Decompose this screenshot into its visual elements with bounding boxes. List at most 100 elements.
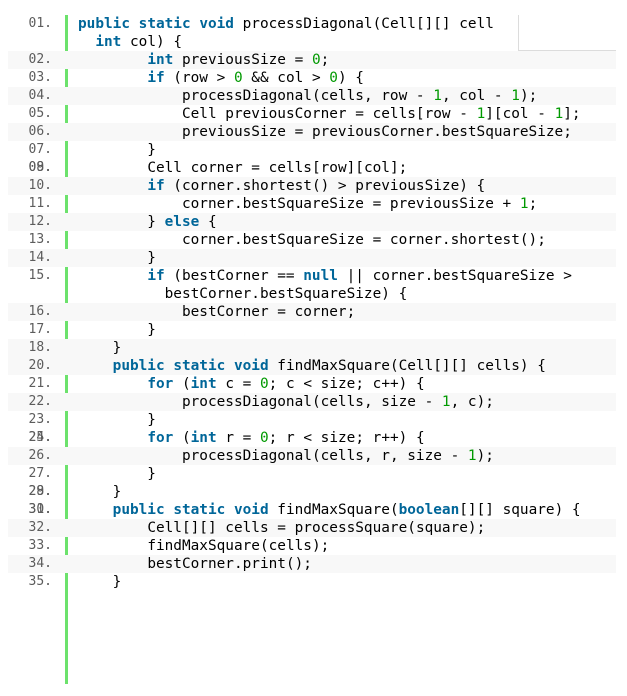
- line-number: 31.: [28, 502, 52, 517]
- code-text: }: [78, 340, 122, 356]
- code-lines: 01.public static void processDiagonal(Ce…: [8, 15, 616, 591]
- line-number: 15.: [28, 268, 52, 283]
- number-literal: 0: [233, 70, 243, 86]
- line-number: 03.: [28, 70, 52, 85]
- code-line: 25. for (int r = 0; r < size; r++) {: [8, 429, 616, 447]
- code-text: if (row > 0 && col > 0) {: [147, 70, 364, 86]
- line-number: 20.: [28, 358, 52, 373]
- keyword: int: [190, 430, 217, 446]
- code-line: 13. corner.bestSquareSize = corner.short…: [8, 231, 616, 249]
- line-number: 35.: [28, 574, 52, 589]
- number-literal: 0: [259, 376, 269, 392]
- code-text: }: [78, 574, 122, 590]
- keyword: if: [147, 70, 165, 86]
- code-text: Cell previousCorner = cells[row - 1][col…: [181, 106, 581, 122]
- code-line: 10. if (corner.shortest() > previousSize…: [8, 177, 616, 195]
- code-text: if (bestCorner == null || corner.bestSqu…: [147, 268, 572, 284]
- keyword: static: [138, 16, 191, 32]
- keyword: if: [147, 178, 165, 194]
- code-line: 18. }: [8, 339, 616, 357]
- keyword: int: [147, 52, 174, 68]
- code-text: previousSize = previousCorner.bestSquare…: [181, 124, 572, 140]
- line-number: 06.: [28, 124, 52, 139]
- number-literal: 1: [519, 196, 529, 212]
- code-text: corner.bestSquareSize = corner.shortest(…: [181, 232, 546, 248]
- code-line: 12. } else {: [8, 213, 616, 231]
- keyword: public: [78, 16, 130, 32]
- code-line: 17. }: [8, 321, 616, 339]
- code-text: bestCorner.print();: [147, 556, 312, 572]
- line-number: 02.: [28, 52, 52, 67]
- code-line: 26. processDiagonal(cells, r, size - 1);: [8, 447, 616, 465]
- code-line: 09. Cell corner = cells[row][col];: [8, 159, 616, 177]
- code-text: Cell[][] cells = processSquare(square);: [147, 520, 486, 536]
- code-line: 22. processDiagonal(cells, size - 1, c);: [8, 393, 616, 411]
- line-number: 28.: [28, 484, 52, 499]
- line-number: 09.: [28, 160, 52, 175]
- code-line: 06. previousSize = previousCorner.bestSq…: [8, 123, 616, 141]
- code-line: 02. int previousSize = 0;: [8, 51, 616, 69]
- line-number: 16.: [28, 304, 52, 319]
- keyword: if: [147, 268, 165, 284]
- code-text: bestCorner = corner;: [181, 304, 356, 320]
- line-number: 26.: [28, 448, 52, 463]
- code-line: 29. }: [8, 483, 616, 501]
- line-number: 33.: [28, 538, 52, 553]
- code-line: 15. if (bestCorner == null || corner.bes…: [8, 267, 616, 303]
- code-text: if (corner.shortest() > previousSize) {: [147, 178, 486, 194]
- line-number: 23.: [28, 412, 52, 427]
- number-literal: 0: [329, 70, 338, 86]
- code-text: }: [78, 142, 156, 158]
- keyword: void: [233, 502, 269, 518]
- code-line: 07. }: [8, 141, 616, 159]
- keyword: else: [164, 214, 200, 230]
- code-line: 23. }: [8, 411, 616, 429]
- code-text: for (int c = 0; c < size; c++) {: [147, 376, 425, 392]
- number-literal: 1: [476, 106, 486, 122]
- code-text: processDiagonal(cells, r, size - 1);: [181, 448, 494, 464]
- line-number: 10.: [28, 178, 52, 193]
- code-text: public static void processDiagonal(Cell[…: [78, 16, 494, 32]
- code-text: Cell corner = cells[row][col];: [147, 160, 408, 176]
- code-text: corner.bestSquareSize = previousSize + 1…: [181, 196, 538, 212]
- code-line: 20. public static void findMaxSquare(Cel…: [8, 357, 616, 375]
- code-line: 33. findMaxSquare(cells);: [8, 537, 616, 555]
- code-line: 21. for (int c = 0; c < size; c++) {: [8, 375, 616, 393]
- line-number: 27.: [28, 466, 52, 481]
- line-number: 30.: [28, 502, 52, 517]
- code-text: processDiagonal(cells, row - 1, col - 1)…: [181, 88, 538, 104]
- line-number: 04.: [28, 88, 52, 103]
- keyword: void: [199, 16, 234, 32]
- top-right-panel: [518, 15, 616, 51]
- code-text: processDiagonal(cells, size - 1, c);: [181, 394, 494, 410]
- number-literal: 0: [311, 52, 321, 68]
- code-line: 01.public static void processDiagonal(Ce…: [8, 15, 616, 51]
- code-text: for (int r = 0; r < size; r++) {: [147, 430, 425, 446]
- line-number: 17.: [28, 322, 52, 337]
- keyword: for: [147, 376, 174, 392]
- keyword: static: [173, 358, 226, 374]
- line-number: 18.: [28, 340, 52, 355]
- code-text: }: [78, 466, 156, 482]
- code-view: 01.public static void processDiagonal(Ce…: [8, 15, 616, 684]
- keyword: for: [147, 430, 174, 446]
- keyword: null: [303, 268, 338, 284]
- code-line: 11. corner.bestSquareSize = previousSize…: [8, 195, 616, 213]
- code-line: 16. bestCorner = corner;: [8, 303, 616, 321]
- code-line: 34. bestCorner.print();: [8, 555, 616, 573]
- code-text: public static void findMaxSquare(boolean…: [112, 502, 581, 518]
- line-number: 34.: [28, 556, 52, 571]
- line-number: 29.: [28, 484, 52, 499]
- keyword: static: [173, 502, 226, 518]
- line-number: 14.: [28, 250, 52, 265]
- line-number: 25.: [28, 430, 52, 445]
- code-text: }: [78, 412, 156, 428]
- code-text-continued: int col) {: [95, 34, 182, 50]
- code-text: }: [78, 250, 156, 266]
- keyword: public: [112, 358, 165, 374]
- line-number: 13.: [28, 232, 52, 247]
- number-literal: 1: [433, 88, 442, 104]
- code-text: findMaxSquare(cells);: [147, 538, 330, 554]
- code-line: 03. if (row > 0 && col > 0) {: [8, 69, 616, 87]
- line-number: 11.: [28, 196, 52, 211]
